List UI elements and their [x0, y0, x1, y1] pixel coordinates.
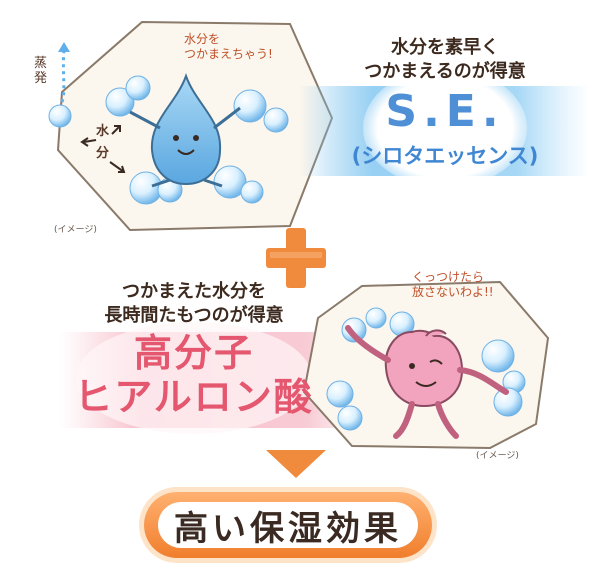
water-arrows-icon	[80, 125, 126, 173]
ha-heading: つかまえた水分を 長時間たもつのが得意	[104, 281, 284, 326]
se-title: S.E.	[385, 86, 505, 137]
water-label-1: 水	[96, 124, 110, 139]
result-badge: 高い保湿効果	[144, 492, 432, 558]
down-arrow-icon	[266, 450, 326, 478]
ha-speech-text: くっつけたら 放さないわよ!!	[412, 270, 494, 299]
bottom-image-caption: (イメージ)	[476, 451, 519, 461]
result-badge-inner	[158, 502, 418, 548]
top-panel-bubbles	[48, 75, 289, 205]
result-label: 高い保湿効果	[174, 508, 402, 549]
se-heading: 水分を素早く つかまえるのが得意	[364, 37, 526, 82]
bottom-panel-bubbles	[326, 307, 526, 431]
water-label-2: 分	[96, 146, 110, 161]
plus-icon	[266, 228, 326, 288]
evaporation-label: 蒸発	[34, 56, 48, 86]
se-subtitle: (シロタエッセンス)	[351, 144, 539, 168]
se-blue-band	[300, 68, 590, 188]
top-image-caption: (イメージ)	[54, 225, 97, 235]
drop-speech-text: 水分を つかまえちゃう!	[184, 32, 273, 61]
evaporation-arrow-icon	[58, 42, 70, 103]
ha-title-line1: 高分子	[133, 331, 254, 375]
ha-title-line2: ヒアルロン酸	[74, 375, 314, 419]
water-drop-character-icon	[129, 73, 241, 188]
hyaluronic-acid-character-icon	[345, 325, 509, 439]
